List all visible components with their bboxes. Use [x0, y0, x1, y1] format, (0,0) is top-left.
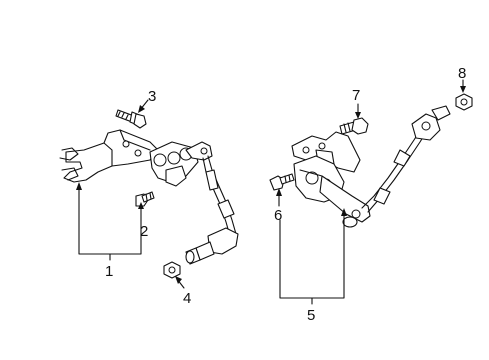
callout-6: 6 [274, 207, 282, 224]
left-sensor-assembly [59, 129, 239, 265]
leader-2 [138, 202, 144, 221]
leader-5 [279, 208, 347, 305]
nut-8 [455, 93, 473, 111]
bolt-6 [269, 173, 295, 191]
callout-2: 2 [140, 223, 148, 240]
callout-5: 5 [307, 307, 315, 324]
bolt-3 [115, 109, 147, 129]
callout-7: 7 [352, 87, 360, 104]
bolt-2 [135, 191, 155, 207]
leader-7 [355, 103, 361, 119]
callout-3: 3 [148, 88, 156, 105]
leader-4 [175, 276, 185, 289]
leader-3 [138, 99, 149, 113]
right-sensor-assembly [291, 105, 451, 228]
callout-4: 4 [183, 290, 191, 307]
callout-8: 8 [458, 65, 466, 82]
leader-6 [276, 188, 282, 207]
leader-1 [76, 182, 142, 261]
nut-4 [163, 261, 181, 279]
leader-8 [460, 79, 466, 93]
callout-1: 1 [105, 263, 113, 280]
bolt-7 [339, 117, 369, 135]
